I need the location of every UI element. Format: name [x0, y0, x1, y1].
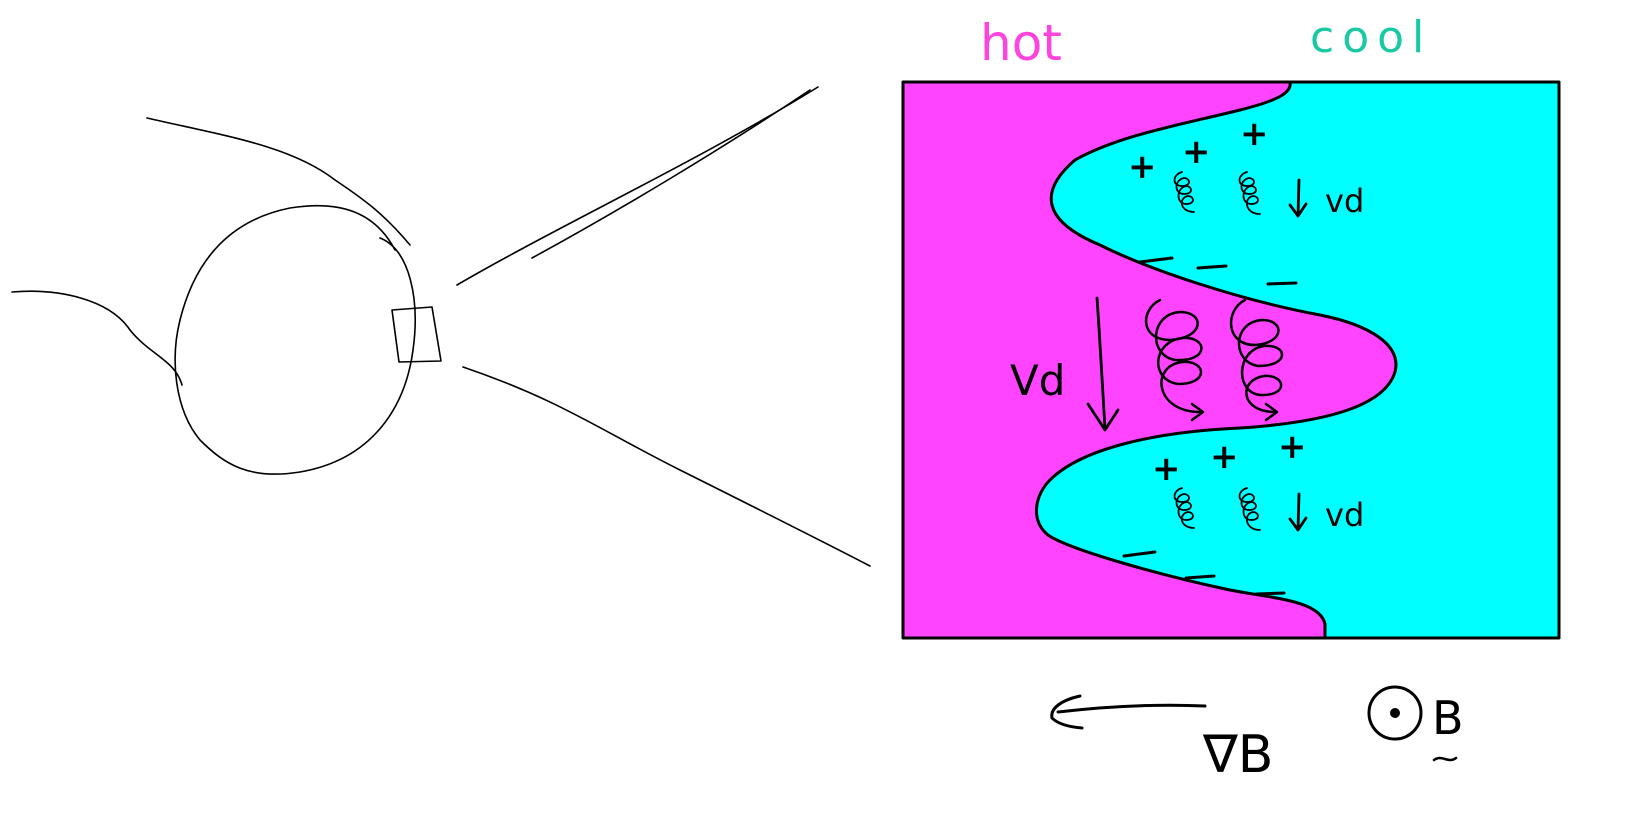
- orbit-helix-left: [1144, 298, 1203, 414]
- plus-charge: +: [1128, 147, 1157, 187]
- plus-charge: +: [1240, 114, 1269, 154]
- small-orbit: [1173, 171, 1195, 213]
- b-vector-tilde: [1432, 756, 1458, 762]
- small-orbit: [1173, 487, 1195, 529]
- grad-b-arrow: [1050, 694, 1207, 730]
- orbit-arrow-left: [1190, 402, 1205, 422]
- zoom-line-top-2: [531, 89, 811, 259]
- vd-label-lower: vd: [1325, 496, 1364, 534]
- b-out-of-page-symbol: [1367, 685, 1423, 741]
- zoom-lines: [456, 86, 871, 567]
- drift-arrow-lower: [1288, 492, 1308, 532]
- small-orbit: [1238, 171, 1261, 215]
- orbit-arrow-right: [1264, 402, 1279, 422]
- minus-charges: [1122, 256, 1298, 596]
- zoom-line-bottom: [462, 366, 871, 567]
- gyration-orbits-small: [1173, 171, 1261, 531]
- cool-label: cool: [1310, 12, 1432, 63]
- drift-arrow-big: [1086, 296, 1120, 432]
- drift-arrow-upper: [1288, 178, 1308, 218]
- plus-charge: +: [1152, 449, 1181, 489]
- orbit-helix-right: [1229, 298, 1284, 414]
- vd-label-upper: vd: [1325, 182, 1364, 220]
- cool-region: [1036, 82, 1559, 638]
- plus-charge: +: [1278, 427, 1307, 467]
- zoom-line-top-1: [456, 86, 819, 286]
- eyebrow-line: [146, 117, 411, 246]
- gyration-orbits-large: [1144, 298, 1284, 422]
- magnified-region-box: [391, 306, 442, 363]
- plus-charge: +: [1210, 437, 1239, 477]
- drift-arrows: [1086, 178, 1308, 532]
- plasma-box: [901, 80, 1561, 640]
- box-border: [901, 80, 1561, 640]
- small-orbit: [1238, 487, 1261, 531]
- interface-curve: [1034, 80, 1398, 640]
- lower-face-line: [11, 290, 183, 386]
- eye-sketch: [11, 117, 442, 475]
- eyeball: [174, 204, 416, 475]
- vd-label-big: Vd: [1010, 356, 1065, 405]
- hot-label: hot: [980, 14, 1062, 72]
- b-field-label: B: [1432, 691, 1464, 745]
- grad-b-label: ∇B: [1202, 725, 1273, 785]
- plus-charge: +: [1182, 132, 1211, 172]
- charges: + + + + + +: [1122, 114, 1307, 596]
